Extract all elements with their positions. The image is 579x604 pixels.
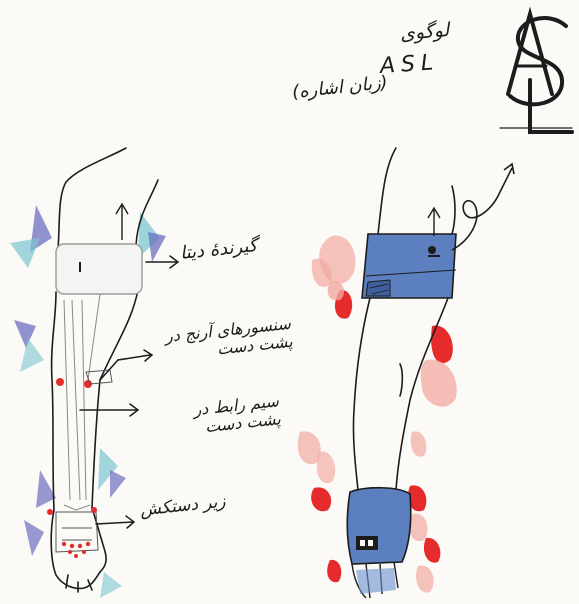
signal-arrow [452, 164, 514, 250]
asl-logo [500, 14, 572, 132]
left-arm-wires [64, 294, 100, 510]
right-data-holder [362, 234, 456, 298]
left-sensor-points [47, 378, 97, 515]
asl-label: ASL [379, 50, 440, 79]
left-glove [56, 512, 98, 552]
right-arm-outline [353, 148, 455, 490]
left-data-holder [56, 244, 142, 294]
left-glove-dots [62, 542, 90, 558]
right-glove [347, 488, 411, 598]
left-up-arrow [116, 204, 128, 240]
right-up-arrow [428, 208, 440, 236]
label-pointers [80, 256, 178, 528]
logo-title-label: لوگوی [399, 20, 450, 46]
